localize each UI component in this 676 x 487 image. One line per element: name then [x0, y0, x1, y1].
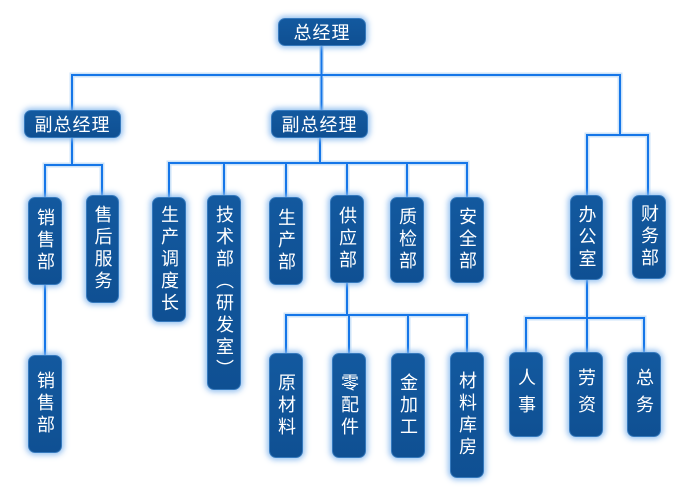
node-personnel: 人事 — [509, 352, 543, 437]
node-finance-dept: 财务部 — [632, 195, 666, 279]
node-sales-dept: 销售部 — [28, 197, 62, 285]
node-spare-parts: 零配件 — [332, 353, 366, 458]
node-deputy-gm-left: 副总经理 — [24, 110, 121, 138]
node-deputy-gm-middle: 副总经理 — [271, 110, 368, 138]
node-production-dispatch-chief: 生产调度长 — [152, 197, 186, 322]
node-raw-materials: 原材料 — [269, 353, 303, 458]
node-tech-dept-rd: 技术部（研发室） — [207, 195, 241, 390]
node-production-dept: 生产部 — [269, 197, 303, 285]
node-materials-warehouse: 材料库房 — [450, 352, 484, 478]
node-after-sales-service: 售后服务 — [86, 195, 119, 303]
node-general-manager: 总经理 — [278, 18, 366, 46]
node-general-affairs: 总务 — [627, 352, 661, 437]
node-quality-inspection-dept: 质检部 — [390, 197, 424, 283]
node-sales-dept-sub: 销售部 — [28, 355, 62, 453]
node-safety-dept: 安全部 — [450, 197, 484, 283]
node-office: 办公室 — [570, 195, 603, 280]
node-metal-processing: 金加工 — [391, 353, 425, 458]
node-supply-dept: 供应部 — [330, 195, 364, 283]
node-labor-wages: 劳资 — [569, 352, 603, 437]
